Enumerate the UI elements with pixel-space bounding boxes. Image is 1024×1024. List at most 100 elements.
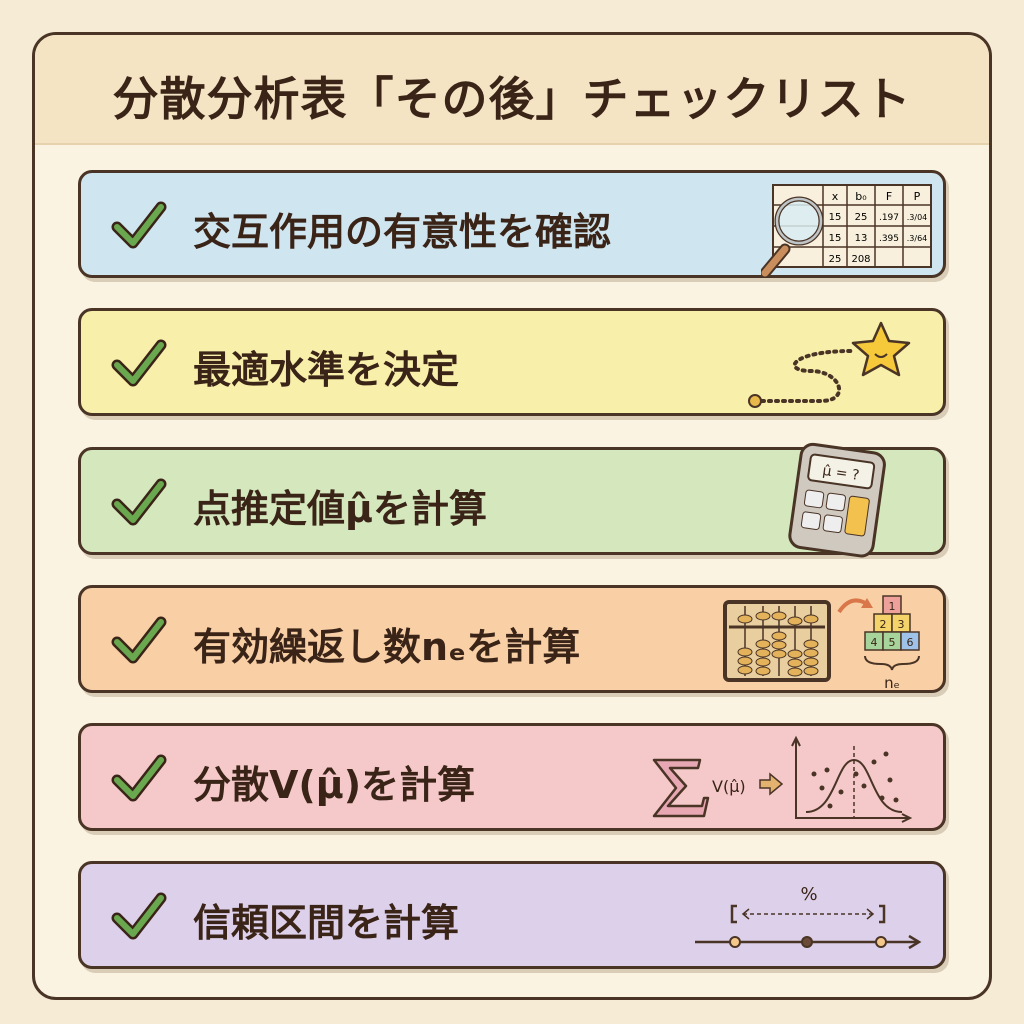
- checklist-item-variance: 分散V(μ̂)を計算 V(μ̂): [78, 723, 946, 831]
- illustration-shape: [787, 616, 803, 626]
- illustration-shape: [755, 657, 771, 667]
- illustration-shape: [871, 759, 877, 765]
- illustration-shape: [737, 656, 753, 666]
- table-header: b₀: [855, 190, 867, 203]
- check-icon: [111, 201, 167, 249]
- illustration-shape: [753, 349, 853, 403]
- illustration-shape: [737, 647, 753, 657]
- item-label: 有効繰返し数nₑを計算: [193, 625, 581, 669]
- check-icon: [111, 754, 167, 802]
- illustration-shape: [827, 803, 833, 809]
- checklist-item-effective-replication: 有効繰返し数nₑを計算 1 2 3 4 5 6: [78, 585, 946, 693]
- item-label: 交互作用の有意性を確認: [193, 210, 612, 254]
- illustration-text: 1: [889, 600, 896, 613]
- illustration-shape: [755, 611, 771, 621]
- title-band: 分散分析表「その後」チェックリスト: [35, 35, 989, 145]
- illustration-text: 208: [851, 254, 870, 265]
- illustration-shape: [893, 797, 899, 803]
- illustration-text: 4: [871, 636, 878, 649]
- illustration-shape: [803, 648, 819, 658]
- illustration-shape: [861, 598, 873, 608]
- interval-icon: %: [691, 872, 931, 962]
- illustration-shape: [771, 640, 787, 650]
- illustration-text: 25: [829, 254, 842, 265]
- table-header: P: [914, 190, 921, 203]
- illustration-shape: [861, 783, 867, 789]
- illustration-shape: [853, 771, 859, 777]
- abacus-blocks-icon: 1 2 3 4 5 6 nₑ: [721, 592, 945, 692]
- checklist-item-optimal-level: 最適水準を決定: [78, 308, 946, 416]
- illustration-shape: [114, 342, 164, 384]
- illustration-shape: [887, 777, 893, 783]
- percent-label: %: [800, 884, 817, 905]
- check-icon: [111, 478, 167, 526]
- illustration-shape: [652, 758, 710, 818]
- check-icon: [111, 616, 167, 664]
- illustration-shape: [874, 353, 888, 358]
- illustration-shape: [755, 666, 771, 676]
- illustration-shape: [114, 895, 164, 937]
- illustration-text: 25: [855, 212, 868, 223]
- illustration-shape: [787, 667, 803, 677]
- illustration-shape: [803, 489, 825, 509]
- illustration-shape: [755, 639, 771, 649]
- illustration-text: 15: [829, 233, 842, 244]
- illustration-text: 5: [889, 636, 896, 649]
- illustration-shape: [114, 204, 164, 246]
- illustration-shape: [775, 197, 823, 245]
- illustration-shape: [900, 631, 920, 651]
- illustration-text: 15: [829, 212, 842, 223]
- illustration-shape: [795, 740, 908, 819]
- illustration-shape: [787, 649, 803, 659]
- sigma-distribution-icon: V(μ̂): [646, 726, 946, 830]
- calculator-icon: μ̂ = ?: [781, 442, 891, 560]
- illustration-shape: [730, 904, 886, 924]
- illustration-shape: [114, 619, 164, 661]
- magnifier-anova-table-icon: x b₀ F P 15 25 .197 .3/04 15 13 .395 .3/…: [759, 177, 941, 279]
- table-header: x: [832, 190, 839, 203]
- illustration-text: .3/04: [907, 213, 928, 222]
- illustration-shape: [729, 936, 741, 948]
- illustration-shape: [851, 321, 911, 377]
- illustration-shape: [819, 785, 825, 791]
- illustration-text: .395: [879, 234, 899, 244]
- illustration-shape: [741, 908, 875, 920]
- ne-label: nₑ: [884, 674, 900, 692]
- illustration-shape: [759, 772, 784, 796]
- illustration-shape: [803, 614, 819, 624]
- illustration-shape: 1 2 3 4 5 6: [864, 595, 920, 651]
- illustration-shape: [811, 751, 899, 809]
- illustration-shape: [771, 649, 787, 659]
- illustration-text: .197: [879, 213, 899, 223]
- illustration-shape: [803, 657, 819, 667]
- illustration-shape: [803, 639, 819, 649]
- illustration-shape: [791, 735, 913, 823]
- item-label: 分散V(μ̂)を計算: [193, 763, 476, 807]
- illustration-shape: [838, 789, 844, 795]
- path-to-star-icon: [741, 311, 941, 415]
- item-label: 信頼区間を計算: [193, 901, 460, 945]
- table-header: F: [886, 190, 892, 203]
- illustration-shape: [771, 631, 787, 641]
- illustration-text: 6: [907, 636, 914, 649]
- illustration-shape: [737, 614, 753, 624]
- illustration-shape: [824, 767, 830, 773]
- illustration-shape: [825, 492, 846, 512]
- illustration-shape: [114, 481, 164, 523]
- illustration-shape: [761, 245, 789, 277]
- illustration-shape: [801, 936, 813, 948]
- illustration-text: 13: [855, 233, 868, 244]
- illustration-shape: [807, 453, 876, 490]
- illustration-shape: [114, 757, 164, 799]
- calculator-display: μ̂ = ?: [821, 463, 860, 484]
- illustration-shape: [771, 611, 787, 621]
- checklist-item-confidence-interval: 信頼区間を計算 %: [78, 861, 946, 969]
- illustration-shape: [875, 936, 887, 948]
- illustration-text: 3: [898, 618, 905, 631]
- illustration-shape: [811, 771, 817, 777]
- page-title: 分散分析表「その後」チェックリスト: [112, 72, 912, 126]
- illustration-shape: [864, 655, 920, 671]
- item-label: 最適水準を決定: [193, 348, 460, 392]
- check-icon: [111, 892, 167, 940]
- checklist-item-point-estimate: 点推定値μ̂を計算 μ̂ = ?: [78, 442, 946, 558]
